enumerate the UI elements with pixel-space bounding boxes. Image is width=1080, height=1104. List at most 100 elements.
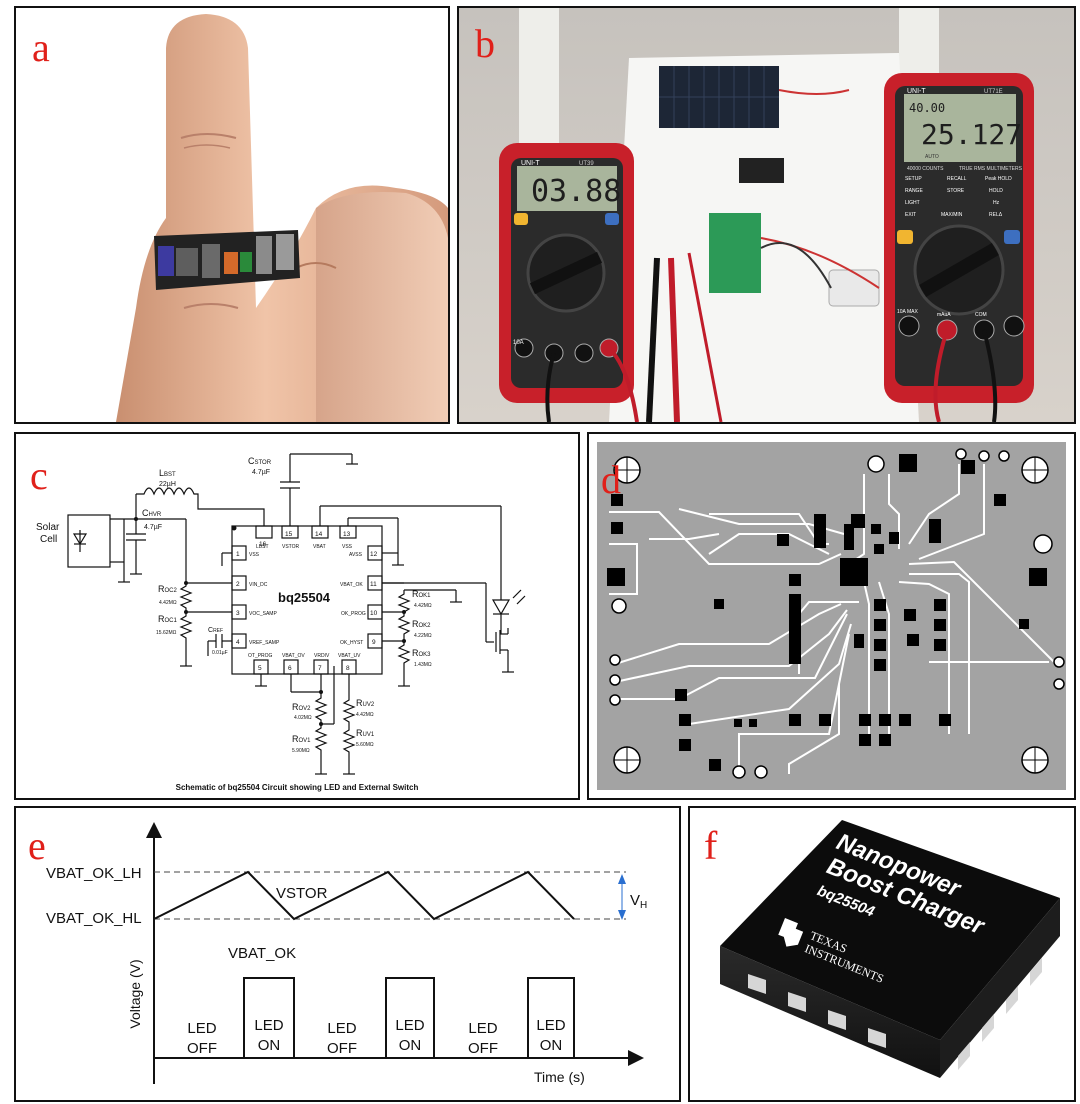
- test-bench-photo: UNI-T UT39 03.88 10A UNI-T UT71E 40.00 2…: [459, 8, 1074, 422]
- btn-hz: Hz: [993, 200, 1000, 206]
- rok2-label: R: [412, 619, 419, 629]
- vbat-ok-waveform: [243, 977, 575, 1059]
- y-axis-label: Voltage (V): [127, 959, 143, 1028]
- chvr-sub: HVR: [149, 512, 162, 518]
- panel-label-d: d: [601, 457, 621, 502]
- chip-photo: Nanopower Boost Charger bq25504 Texas In…: [720, 820, 1060, 1078]
- ruv2-value: 4.42MΩ: [356, 712, 374, 718]
- state-1-line2: OFF: [187, 1040, 217, 1057]
- rov2-sub: OV2: [299, 706, 312, 712]
- vh-sub: H: [640, 900, 647, 911]
- cstor-sub: STOR: [255, 460, 272, 466]
- state-1-line1: LED: [187, 1020, 216, 1037]
- cref-label: C: [208, 627, 213, 634]
- pin-16: 16: [259, 541, 267, 548]
- pin-vbat-ov: VBAT_OV: [282, 653, 305, 659]
- pcb-layout: [597, 442, 1066, 790]
- pin-vbat-uv: VBAT_UV: [338, 653, 361, 659]
- pin-13: 13: [343, 531, 351, 538]
- panel-b: UNI-T UT39 03.88 10A UNI-T UT71E 40.00 2…: [457, 6, 1076, 424]
- rok2-value: 4.22MΩ: [414, 633, 432, 639]
- pin-vref-samp: VREF_SAMP: [249, 640, 280, 646]
- pin-vin-dc: VIN_DC: [249, 582, 268, 588]
- ruv1-sub: UV1: [363, 732, 375, 738]
- pin-1: 1: [236, 551, 240, 558]
- pin-vss: VSS: [249, 552, 260, 558]
- chip-top-face: [720, 820, 1060, 1040]
- btn-peak: Peak HOLD: [985, 176, 1012, 182]
- jack-com: COM: [975, 312, 987, 318]
- roc2-sub: OC2: [165, 588, 178, 594]
- rok1-value: 4.42MΩ: [414, 603, 432, 609]
- panel-a: a: [14, 6, 450, 424]
- rok1-sub: OK1: [419, 593, 432, 599]
- rov1-label: R: [292, 734, 299, 744]
- state-5-line1: LED: [468, 1020, 497, 1037]
- meter-left-model: UT39: [579, 161, 594, 167]
- meter-right-model: UT71E: [984, 89, 1003, 95]
- meter-right-top: 40.00: [909, 101, 945, 115]
- x-axis-label: Time (s): [534, 1069, 585, 1085]
- chvr-label: C: [142, 508, 149, 518]
- ti-logo-icon: [778, 918, 804, 947]
- rov2-label: R: [292, 702, 299, 712]
- state-2-line1: LED: [254, 1017, 283, 1034]
- pin-ok-hyst: OK_HYST: [340, 640, 363, 646]
- lbst-value: 22µH: [159, 481, 176, 488]
- ruv2-sub: UV2: [363, 702, 375, 708]
- state-2-line2: ON: [258, 1037, 281, 1054]
- pin-vrdiv: VRDIV: [314, 653, 330, 659]
- pin-vbat: VBAT: [313, 544, 326, 550]
- svg-text:CREF: CREF: [208, 627, 223, 634]
- btn-store: STORE: [947, 188, 965, 194]
- chvr-value: 4.7µF: [144, 524, 162, 531]
- vstor-waveform: [153, 870, 575, 921]
- timing-diagram: VBAT_OK_LH VBAT_OK_HL VSTOR VBAT_OK VH V…: [46, 822, 647, 1085]
- rov2-value: 4.02MΩ: [294, 715, 312, 721]
- btn-range: RANGE: [905, 188, 923, 194]
- jack-right-max: 10A MAX: [897, 309, 919, 315]
- svg-text:CSTOR: CSTOR: [248, 456, 272, 466]
- meter-left-reading: 03.88: [531, 174, 621, 209]
- roc1-label: R: [158, 614, 165, 624]
- svg-text:ROK2: ROK2: [412, 619, 431, 629]
- svg-text:RUV2: RUV2: [356, 698, 375, 708]
- panel-d: d: [587, 432, 1076, 800]
- pin-ot-prog: OT_PROG: [248, 653, 273, 659]
- multimeter-right: [884, 73, 1034, 403]
- cref-sub: REF: [213, 628, 223, 634]
- panel-label-f: f: [704, 823, 718, 868]
- schematic-diagram: 16 15 14 13 LBST VSTOR VBAT VSS 1 VSS 12…: [36, 453, 526, 792]
- meter-right-brand: UNI-T: [907, 88, 926, 95]
- panel-label-c: c: [30, 453, 48, 498]
- btn-exit: EXIT: [905, 212, 916, 218]
- level-low-label: VBAT_OK_HL: [46, 910, 142, 927]
- svg-text:VH: VH: [630, 892, 647, 911]
- btn-setup: SETUP: [905, 176, 922, 182]
- state-4-line2: ON: [399, 1037, 422, 1054]
- panel-f: f Nanopower Boost Charger bq25504: [688, 806, 1076, 1102]
- pin-voc-samp: VOC_SAMP: [249, 611, 277, 617]
- svg-text:RUV1: RUV1: [356, 728, 375, 738]
- meter-right-counts: 40000 COUNTS: [907, 166, 944, 172]
- pin-5: 5: [258, 665, 262, 672]
- panel-label-b: b: [475, 21, 495, 66]
- cref-value: 0.01µF: [212, 650, 228, 656]
- pin-lbst: LBST: [256, 544, 269, 550]
- svg-text:ROC2: ROC2: [158, 584, 178, 594]
- state-3-line2: OFF: [327, 1040, 357, 1057]
- meter-left-jack: 10A: [513, 340, 524, 346]
- svg-text:LBST: LBST: [159, 468, 176, 478]
- meter-right-sub: TRUE RMS MULTIMETERS: [959, 166, 1023, 172]
- roc2-label: R: [158, 584, 165, 594]
- roc1-sub: OC1: [165, 618, 178, 624]
- svg-text:ROK3: ROK3: [412, 648, 431, 658]
- roc2-value: 4.42MΩ: [159, 600, 177, 606]
- schematic-caption: Schematic of bq25504 Circuit showing LED…: [176, 783, 419, 792]
- pin-avss: AVSS: [349, 552, 363, 558]
- pin-vstor: VSTOR: [282, 544, 300, 550]
- multimeter-left: [499, 143, 634, 403]
- svg-text:ROK1: ROK1: [412, 589, 431, 599]
- svg-text:CHVR: CHVR: [142, 508, 162, 518]
- rok2-sub: OK2: [419, 623, 432, 629]
